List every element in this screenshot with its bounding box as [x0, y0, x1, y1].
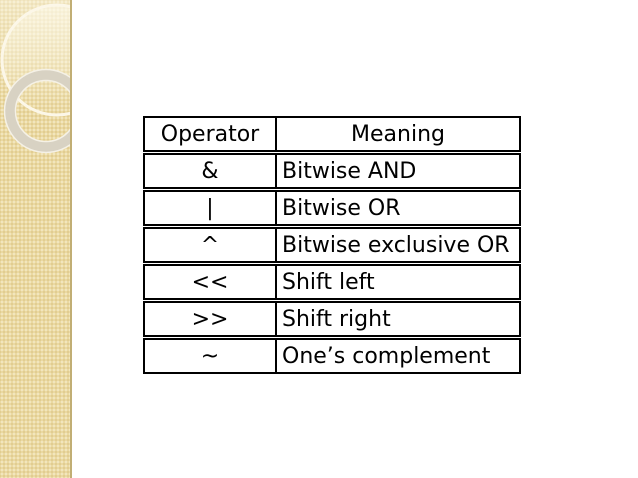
- table-row: >> Shift right: [143, 301, 521, 337]
- sidebar-decoration: [0, 0, 72, 478]
- meaning-cell: Bitwise exclusive OR: [282, 232, 510, 258]
- decorative-ring-band: [4, 69, 70, 153]
- table-row: & Bitwise AND: [143, 153, 521, 189]
- table-header-row: Operator Meaning: [143, 116, 521, 152]
- meaning-cell: Bitwise OR: [282, 195, 401, 221]
- meaning-cell: One’s complement: [282, 343, 491, 369]
- operator-cell: ~: [145, 340, 277, 372]
- decorative-ring-inner-edge: [14, 79, 70, 143]
- operator-cell: >>: [145, 303, 277, 335]
- operator-cell: ^: [145, 229, 277, 261]
- table-row: << Shift left: [143, 264, 521, 300]
- operator-cell: <<: [145, 266, 277, 298]
- operators-table: Operator Meaning & Bitwise AND | Bitwise…: [143, 116, 521, 375]
- operator-cell: &: [145, 155, 277, 187]
- meaning-header-cell: Meaning: [351, 121, 445, 147]
- decorative-ring: [3, 68, 70, 154]
- operator-header-cell: Operator: [145, 118, 277, 150]
- decorative-ring-outer-edge: [3, 68, 70, 154]
- meaning-cell: Shift left: [282, 269, 375, 295]
- operator-cell: |: [145, 192, 277, 224]
- sidebar-ornaments: [0, 0, 70, 154]
- table-row: ~ One’s complement: [143, 338, 521, 374]
- meaning-cell: Bitwise AND: [282, 158, 417, 184]
- meaning-cell: Shift right: [282, 306, 391, 332]
- table-row: | Bitwise OR: [143, 190, 521, 226]
- table-row: ^ Bitwise exclusive OR: [143, 227, 521, 263]
